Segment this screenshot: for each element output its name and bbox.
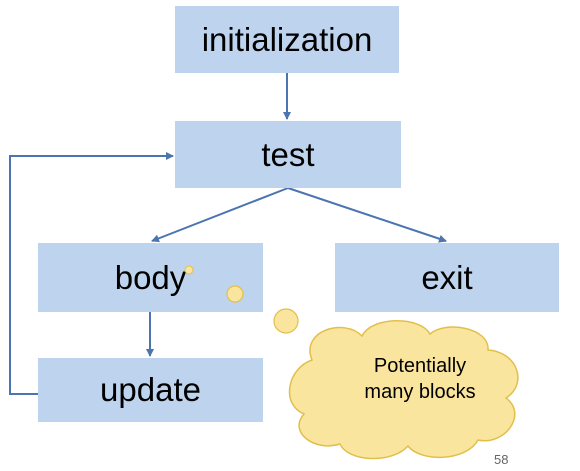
callout-line-1: Potentially xyxy=(373,355,467,377)
page-number: 58 xyxy=(494,452,509,467)
node-initialization-label: initialization xyxy=(201,20,373,58)
node-update-label: update xyxy=(100,371,201,408)
thought-cloud xyxy=(288,320,519,460)
callout-text: Potentially many blocks xyxy=(320,353,520,405)
node-body: body xyxy=(38,243,263,312)
edge-update-loop-to-test xyxy=(9,152,174,395)
thought-dot-large xyxy=(273,308,299,334)
edge-test-to-body xyxy=(151,187,289,243)
callout-line-2: many blocks xyxy=(364,381,476,403)
thought-dot-medium xyxy=(226,285,244,303)
node-exit: exit xyxy=(335,243,559,312)
thought-dot-small xyxy=(184,265,194,275)
node-body-label: body xyxy=(114,258,187,296)
node-test: test xyxy=(175,121,401,188)
edge-test-to-exit xyxy=(287,187,447,243)
node-update: update xyxy=(38,358,263,422)
node-initialization: initialization xyxy=(175,6,399,73)
node-exit-label: exit xyxy=(421,258,473,296)
node-test-label: test xyxy=(261,135,315,173)
